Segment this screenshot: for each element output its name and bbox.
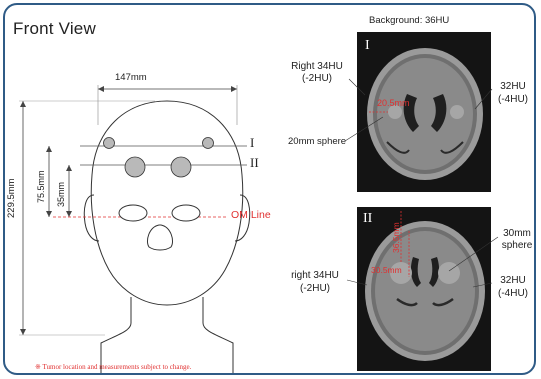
- figure-frame: Front View: [3, 3, 536, 375]
- annotation-leader-lines: [5, 5, 536, 375]
- disclaimer-note: ※ Tumor location and measurements subjec…: [35, 363, 191, 371]
